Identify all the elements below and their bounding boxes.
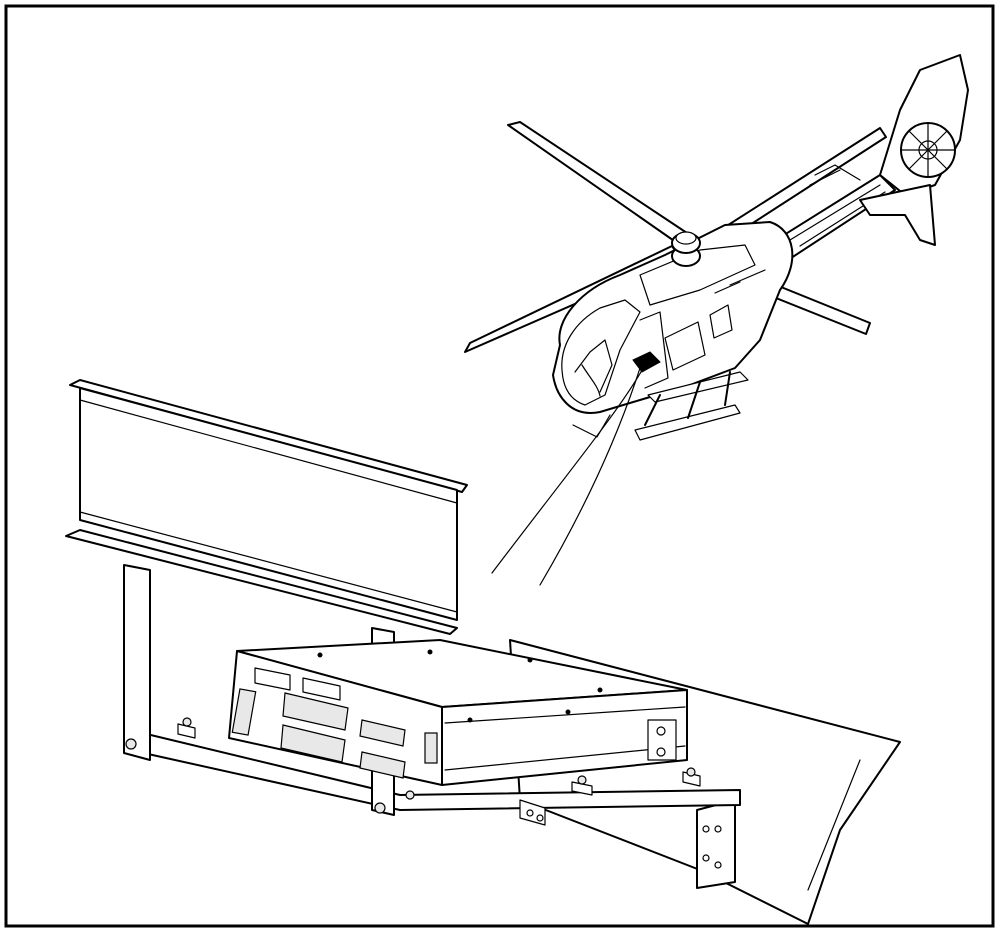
- side-bracket: [696, 799, 736, 889]
- cockpit-windshield: [561, 299, 641, 406]
- callout-leader-lines: [491, 364, 646, 586]
- figure-border: [4, 4, 995, 928]
- helicopter-icon: [464, 54, 969, 441]
- connectors: [231, 667, 438, 779]
- connector-db-left: [231, 688, 257, 736]
- landing-skids: [634, 371, 749, 441]
- cabin-window: [664, 321, 706, 371]
- tray-clamps: [177, 717, 701, 800]
- left-post: [123, 564, 151, 761]
- connector-db-right-lower: [359, 751, 406, 779]
- connector-db-lower: [280, 724, 346, 763]
- connector-small: [424, 732, 438, 764]
- engine-cowling: [639, 244, 756, 306]
- connector-db-right-upper: [359, 719, 406, 747]
- avionics-unit: [228, 639, 688, 786]
- connector-db-upper: [282, 692, 349, 731]
- horizontal-stabilizer: [859, 184, 936, 246]
- equipment-location-marker: [632, 351, 661, 373]
- structural-beam: [65, 379, 468, 635]
